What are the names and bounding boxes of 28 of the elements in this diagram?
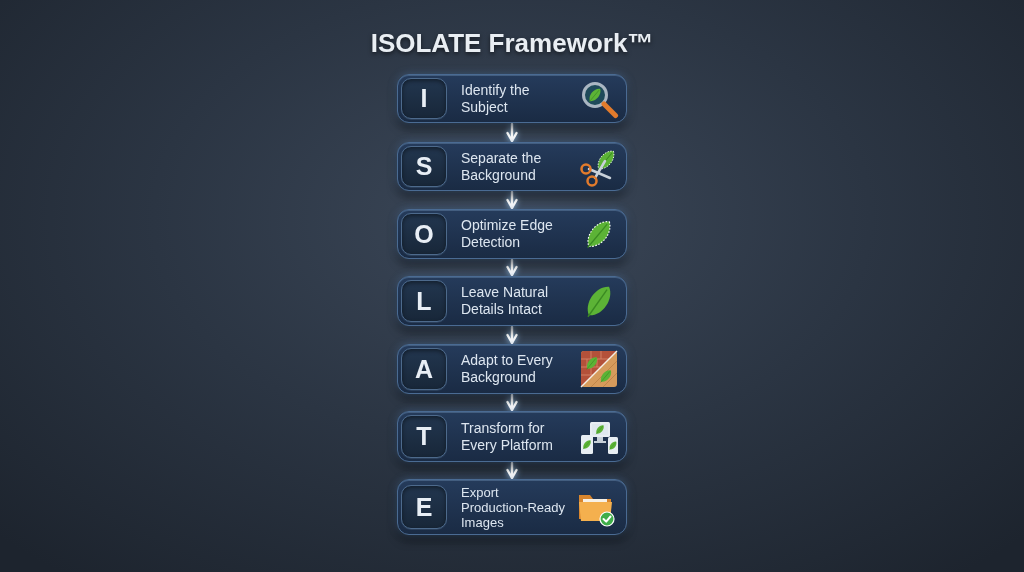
step-label: Separate the Background xyxy=(461,149,543,184)
title: ISOLATE Framework™ xyxy=(370,27,654,59)
letter-tile: A xyxy=(401,348,447,390)
arrow xyxy=(506,461,518,480)
letter-tile: T xyxy=(401,415,447,458)
step-card xyxy=(397,142,627,191)
step-label: Transform for Every Platform xyxy=(461,419,554,454)
letter-tile: E xyxy=(401,485,447,529)
step-card xyxy=(397,74,627,123)
step-card xyxy=(397,411,627,462)
step-label: Identify the Subject xyxy=(461,81,531,116)
step-label: Adapt to Every Background xyxy=(461,352,554,386)
step-card xyxy=(397,276,627,326)
step-card xyxy=(397,479,627,535)
step-card xyxy=(397,209,627,259)
step-label: Optimize Edge Detection xyxy=(461,217,554,251)
step-label: Export Production-Ready Images xyxy=(461,484,567,530)
arrow xyxy=(506,122,518,143)
step-card xyxy=(397,344,627,394)
letter-tile: I xyxy=(401,78,447,119)
arrow xyxy=(506,393,518,412)
arrow xyxy=(506,325,518,345)
letter-tile: O xyxy=(401,213,447,255)
arrow xyxy=(506,258,518,277)
step-label: Leave Natural Details Intact xyxy=(461,284,550,318)
letter-tile: L xyxy=(401,280,447,322)
arrow xyxy=(506,190,518,210)
letter-tile: S xyxy=(401,146,447,187)
